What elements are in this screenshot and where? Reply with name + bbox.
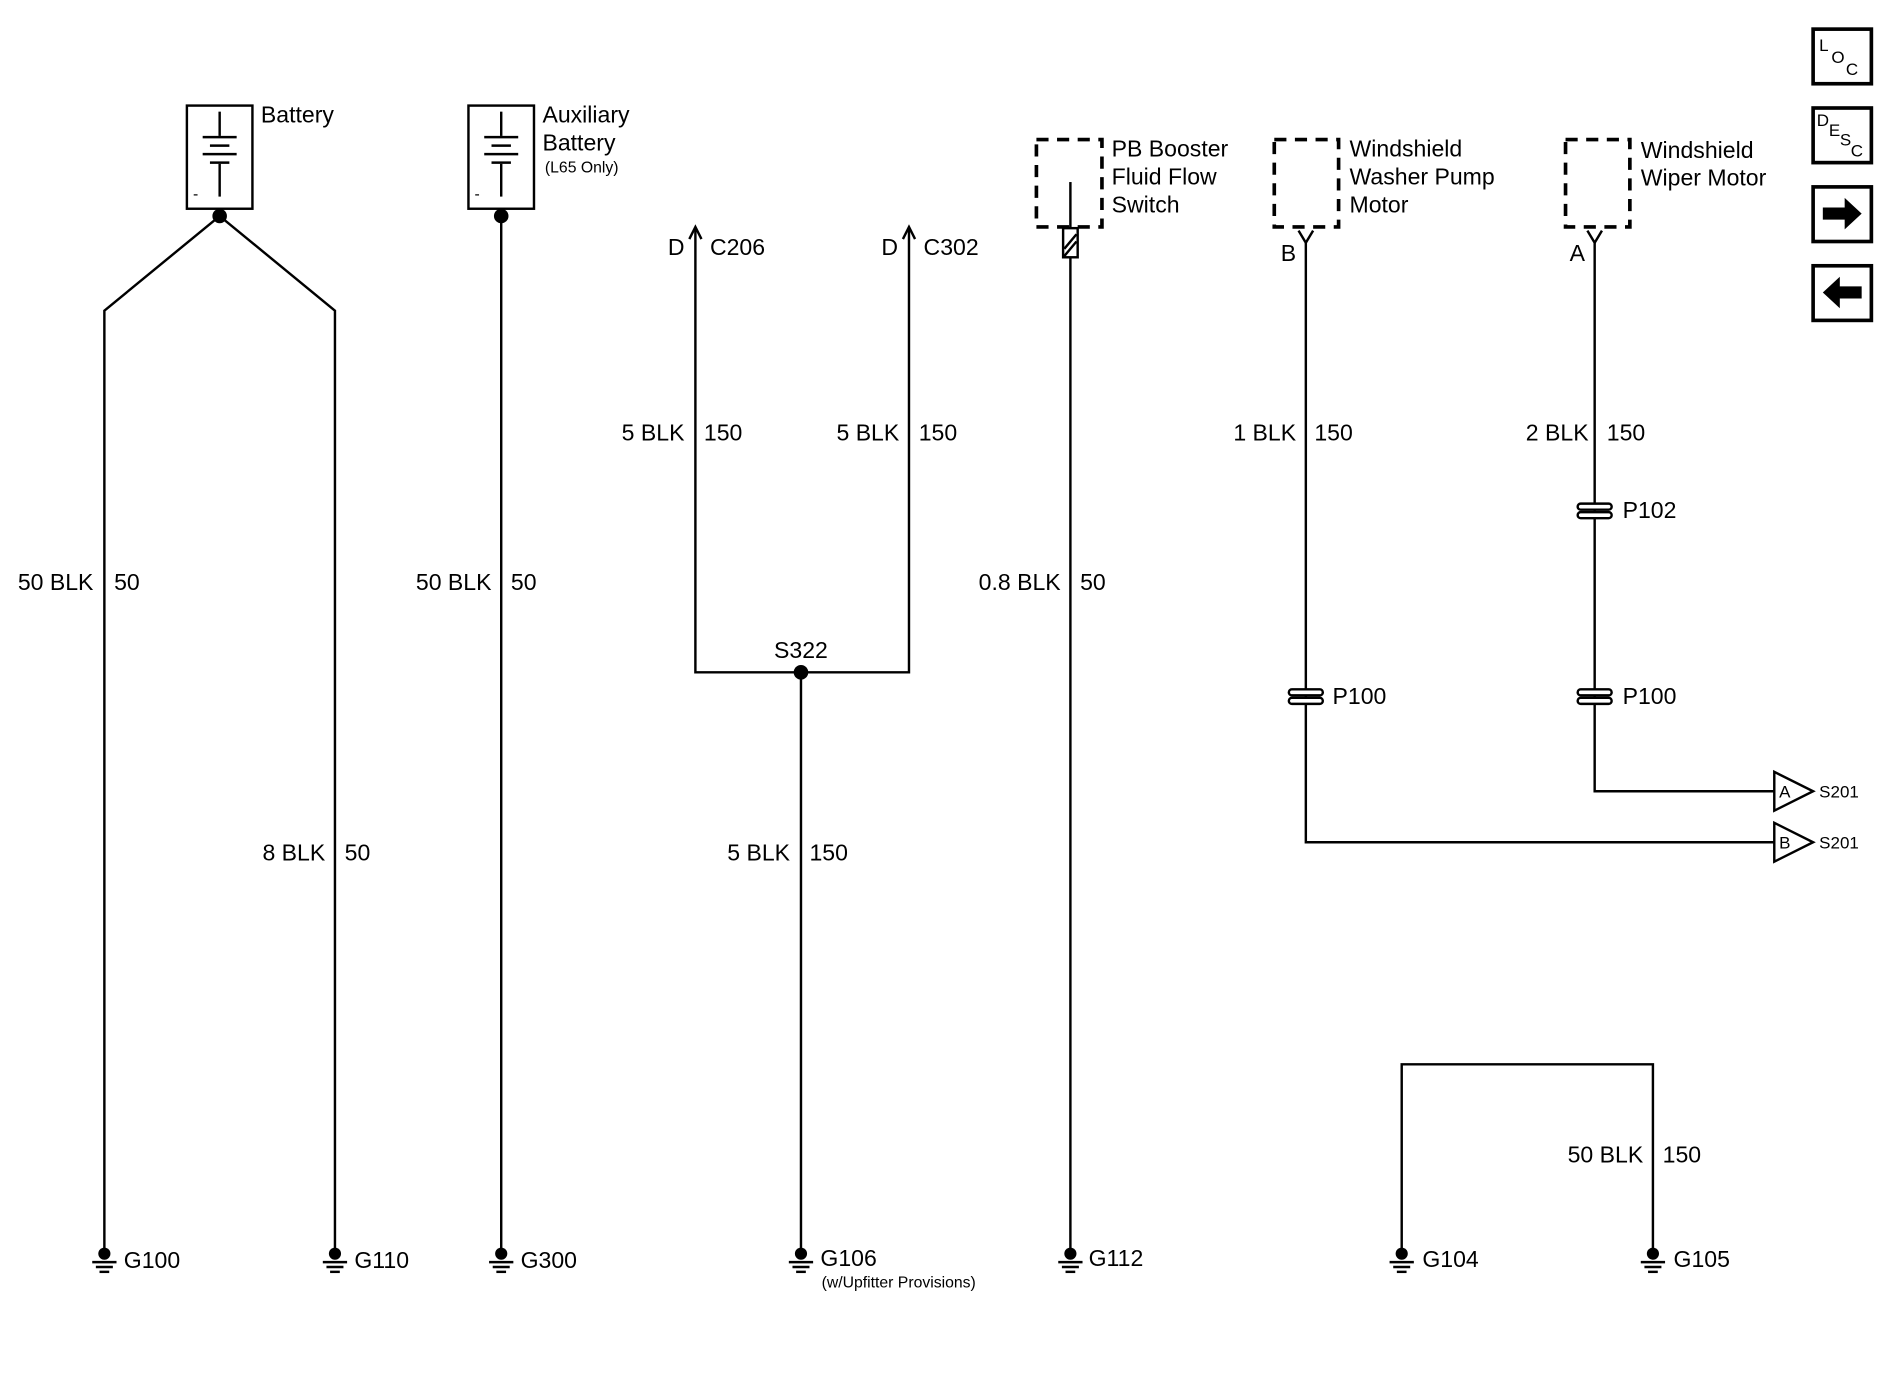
aux-battery-symbol: - xyxy=(467,104,536,210)
wire-g105-gauge: 50 BLK xyxy=(1568,1142,1644,1168)
wire-g100-gauge: 50 BLK xyxy=(18,569,94,595)
wire-c206-c302-loop xyxy=(694,229,911,674)
battery-label: Battery xyxy=(261,102,334,128)
wire-g104-g105 xyxy=(1400,1063,1655,1251)
ground-g106-icon xyxy=(788,1247,814,1274)
desc-c: C xyxy=(1851,142,1863,161)
ground-g106-label: G106 xyxy=(820,1245,876,1271)
washer-pump-label-2: Washer Pump xyxy=(1350,163,1495,189)
wire-washer xyxy=(1304,242,1775,844)
wire-c206-gauge: 5 BLK xyxy=(622,420,685,446)
ground-g105-icon xyxy=(1640,1247,1666,1274)
wiper-pin-icon xyxy=(1586,229,1603,246)
ground-g104-icon xyxy=(1389,1247,1414,1274)
ground-g106-note: (w/Upfitter Provisions) xyxy=(822,1275,976,1292)
p102-connector xyxy=(1576,502,1613,520)
offpage-arrow-b[interactable]: B xyxy=(1773,820,1816,864)
loc-o: O xyxy=(1831,48,1844,67)
wiper-motor-box xyxy=(1563,137,1632,229)
ground-g100-label: G100 xyxy=(124,1247,180,1273)
wire-g110-gauge: 8 BLK xyxy=(262,839,325,865)
wire-g100-circuit: 50 xyxy=(114,569,140,595)
offpage-a-ref: S201 xyxy=(1819,782,1859,801)
wire-c302-circuit: 150 xyxy=(919,420,957,446)
offpage-b-letter: B xyxy=(1779,833,1790,852)
washer-pump-motor-box xyxy=(1272,137,1341,229)
washer-pin-label: B xyxy=(1281,240,1296,266)
splice-s322-label: S322 xyxy=(774,637,828,663)
wire-g100 xyxy=(103,208,221,1251)
washer-pin-icon xyxy=(1297,229,1315,246)
wire-wiper-circuit: 150 xyxy=(1607,420,1645,446)
wire-wiper-gauge: 2 BLK xyxy=(1526,420,1589,446)
pb-booster-label-3: Switch xyxy=(1112,191,1180,217)
aux-battery-label-2: Battery xyxy=(542,129,615,155)
offpage-arrow-a[interactable]: A xyxy=(1773,769,1816,813)
desc-button[interactable]: D E S C xyxy=(1811,106,1874,165)
c302-pin: D xyxy=(881,234,898,260)
wiper-pin-label: A xyxy=(1570,240,1586,266)
loc-button[interactable]: L O C xyxy=(1811,27,1874,86)
c206-arrow-icon xyxy=(688,224,703,240)
offpage-a-letter: A xyxy=(1779,782,1791,801)
arrow-left-icon xyxy=(1822,276,1862,309)
ground-g105-label: G105 xyxy=(1674,1246,1730,1272)
prev-page-button[interactable] xyxy=(1811,263,1874,323)
p100-right-connector xyxy=(1576,688,1613,706)
desc-s: S xyxy=(1840,131,1851,150)
offpage-b-ref: S201 xyxy=(1819,833,1859,852)
wire-g106-circuit: 150 xyxy=(809,839,847,865)
c302-arrow-icon xyxy=(901,224,917,240)
ground-g112-icon xyxy=(1058,1247,1083,1274)
ground-g112-label: G112 xyxy=(1089,1245,1144,1271)
battery-minus: - xyxy=(193,186,198,203)
wiper-motor-label-2: Wiper Motor xyxy=(1641,165,1767,191)
desc-d: D xyxy=(1817,111,1829,130)
wire-c206-circuit: 150 xyxy=(704,420,742,446)
ground-g100-icon xyxy=(92,1247,117,1274)
desc-e: E xyxy=(1829,121,1840,140)
wire-c302-gauge: 5 BLK xyxy=(836,420,899,446)
wire-g110 xyxy=(218,215,337,1251)
aux-battery-label-1: Auxiliary xyxy=(542,102,630,128)
washer-pump-label-1: Windshield xyxy=(1350,136,1463,162)
next-page-button[interactable] xyxy=(1811,185,1874,244)
ground-g300-label: G300 xyxy=(521,1247,577,1273)
wire-g105-circuit: 150 xyxy=(1663,1142,1701,1168)
wire-g300-gauge: 50 BLK xyxy=(416,569,492,595)
loc-c: C xyxy=(1846,60,1858,79)
ground-g110-label: G110 xyxy=(354,1247,409,1273)
loc-l: L xyxy=(1819,36,1828,55)
ground-g300-icon xyxy=(489,1247,514,1274)
pb-booster-label-1: PB Booster xyxy=(1112,136,1229,162)
wire-g106-gauge: 5 BLK xyxy=(727,839,790,865)
p100-left-label: P100 xyxy=(1333,683,1387,709)
p102-label: P102 xyxy=(1623,497,1677,523)
battery-symbol: - xyxy=(185,104,254,210)
wire-wiper xyxy=(1593,242,1775,793)
wire-g300-circuit: 50 xyxy=(511,569,537,595)
aux-battery-minus: - xyxy=(475,186,480,203)
wiper-motor-label-1: Windshield xyxy=(1641,137,1754,163)
washer-pump-label-3: Motor xyxy=(1350,191,1409,217)
c206-name: C206 xyxy=(710,234,765,260)
aux-battery-note: (L65 Only) xyxy=(545,159,619,176)
c302-name: C302 xyxy=(924,234,979,260)
ground-g104-label: G104 xyxy=(1422,1246,1479,1272)
c206-pin: D xyxy=(668,234,685,260)
wire-washer-circuit: 150 xyxy=(1314,420,1352,446)
p100-left-connector xyxy=(1287,688,1325,706)
ground-g110-icon xyxy=(322,1247,348,1274)
wire-washer-gauge: 1 BLK xyxy=(1233,420,1296,446)
arrow-right-icon xyxy=(1822,197,1862,230)
wire-g112-gauge: 0.8 BLK xyxy=(979,569,1062,595)
pb-booster-label-2: Fluid Flow xyxy=(1112,163,1217,189)
wire-g110-circuit: 50 xyxy=(345,839,371,865)
p100-right-label: P100 xyxy=(1623,683,1677,709)
wire-g112-circuit: 50 xyxy=(1080,569,1106,595)
